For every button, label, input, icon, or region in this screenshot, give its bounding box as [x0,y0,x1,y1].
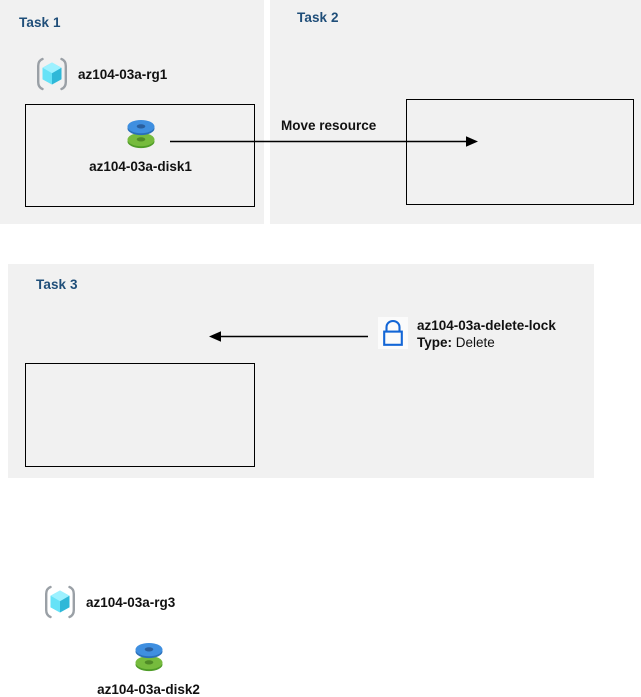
resource-group-label-rg3: az104-03a-rg3 [86,594,176,610]
managed-disk-icon [129,636,169,678]
disk-node-task-1: az104-03a-disk1 [63,113,218,174]
panel-title-task-2: Task 2 [297,10,339,25]
resource-group-icon [33,55,71,93]
delete-lock-text-block: az104-03a-delete-lock Type: Delete [417,318,556,351]
resource-group-node-rg3: az104-03a-rg3 [41,583,175,621]
panel-title-task-3: Task 3 [36,277,78,292]
lock-target-arrow [209,331,368,342]
delete-lock-type-value: Delete [455,335,495,350]
disk-label-task-3: az104-03a-disk2 [97,682,200,697]
resource-group-label-rg1: az104-03a-rg1 [78,66,168,82]
disk-node-task-3: az104-03a-disk2 [71,636,226,697]
panel-title-task-1: Task 1 [19,15,61,30]
delete-lock-name: az104-03a-delete-lock [417,318,556,333]
resource-group-boundary-task-1 [25,104,255,207]
panel-task-2: Task 2 az104-03a-rg2 [270,0,641,224]
resource-group-node-rg1: az104-03a-rg1 [33,55,167,93]
delete-lock-node: az104-03a-delete-lock Type: Delete [378,317,556,351]
padlock-icon [378,317,408,349]
disk-label-task-1: az104-03a-disk1 [89,159,192,174]
delete-lock-type-line: Type: Delete [417,334,556,351]
resource-group-boundary-task-2 [406,99,634,205]
resource-group-boundary-task-3 [25,363,255,467]
move-resource-arrow [170,136,478,147]
delete-lock-type-key: Type: [417,335,453,350]
resource-group-icon [41,583,79,621]
move-resource-label: Move resource [281,118,377,133]
managed-disk-icon [121,113,161,155]
panel-task-1: Task 1 az104-03a-rg1 [0,0,264,224]
